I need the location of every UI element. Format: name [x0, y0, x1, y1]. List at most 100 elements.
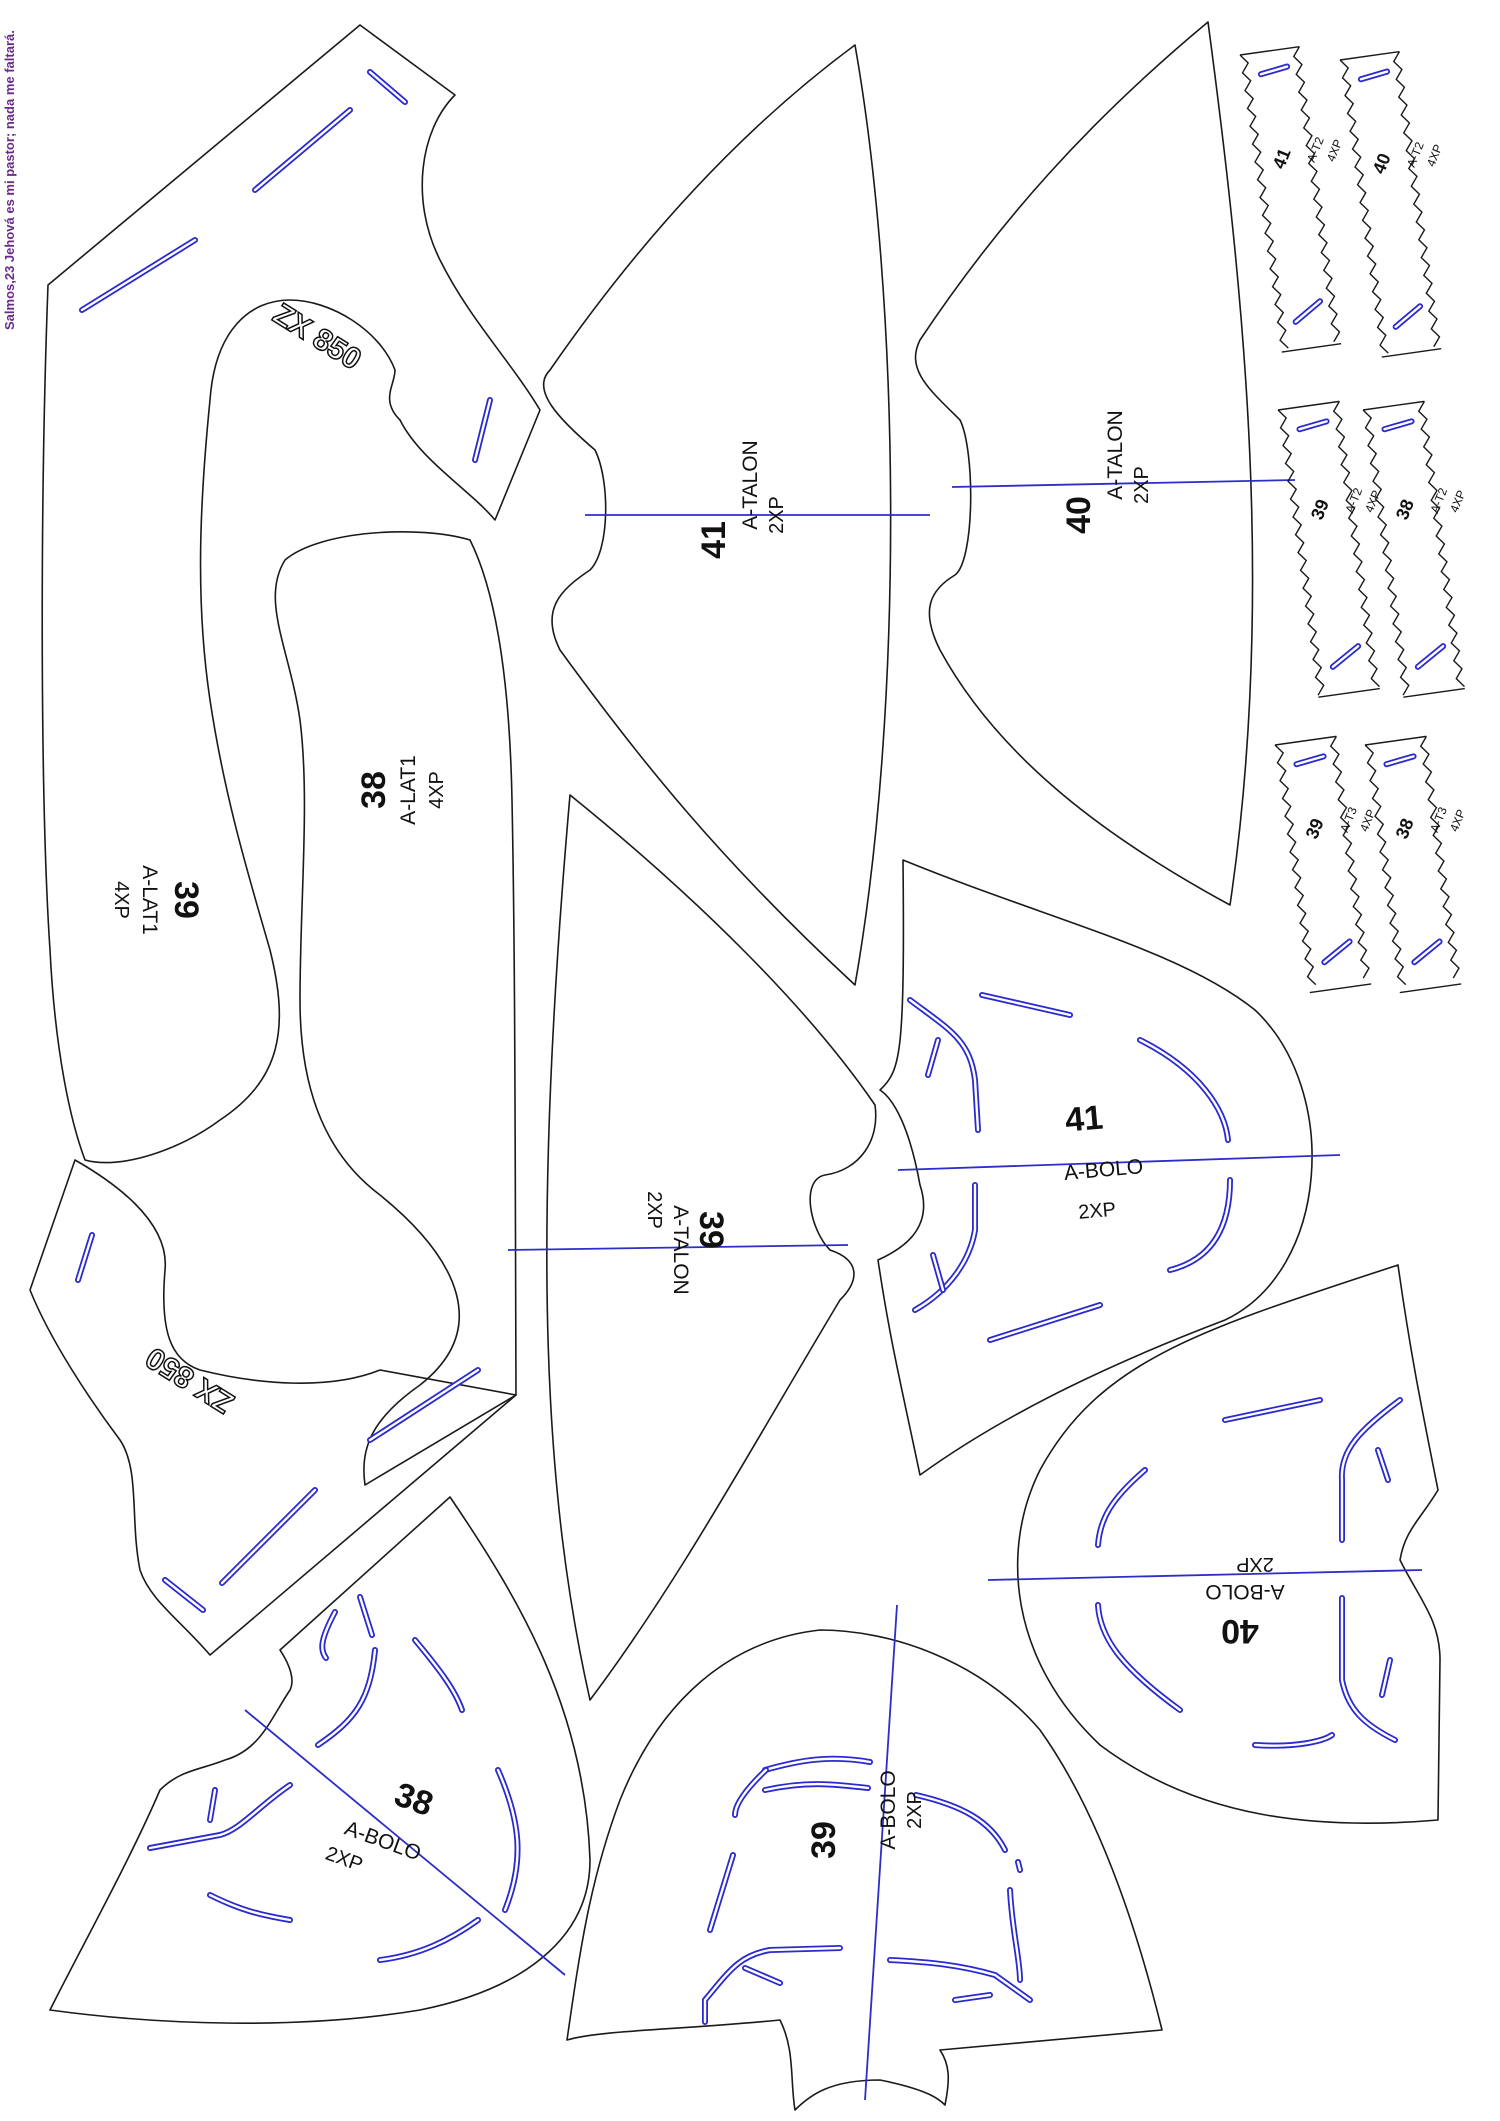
- grain-line: [987, 1569, 1423, 1581]
- strip-slot: [1383, 420, 1413, 431]
- strip-slot: [1331, 644, 1360, 669]
- piece-a-talon-39: [507, 794, 877, 1701]
- piece-number: 39: [1307, 496, 1333, 522]
- piece-number: 40: [1369, 151, 1395, 177]
- piece-name: A-T3: [1427, 805, 1450, 835]
- label-bolo-41: 41 A-BOLO 2XP: [1063, 1098, 1144, 1224]
- piece-number: 39: [167, 881, 205, 919]
- piece-a-lat1-inner: [274, 531, 517, 1486]
- zigzag-edge: [1417, 401, 1465, 688]
- piece-qty: 2XP: [1131, 466, 1153, 504]
- label-lat1-39: 39 A-LAT1 4XP: [110, 865, 205, 935]
- piece-number: 39: [1302, 816, 1328, 842]
- brand-text-bottom: ZX 850: [140, 1340, 240, 1419]
- piece-name: A-TALON: [739, 440, 762, 529]
- piece-qty: 2XP: [643, 1191, 665, 1229]
- piece-name: A-LAT1: [397, 755, 420, 825]
- label-bolo-39: 39 A-BOLO 2XP: [805, 1770, 926, 1859]
- piece-number: 41: [695, 521, 733, 559]
- slot-group: [75, 1232, 481, 1613]
- strip-slot: [1359, 70, 1389, 81]
- piece-name: A-T2: [1304, 135, 1327, 165]
- piece-qty: 2XP: [1077, 1199, 1117, 1224]
- strip-slot: [1416, 644, 1445, 669]
- slot-group: [907, 992, 1233, 1343]
- strip-edge: [1318, 687, 1380, 698]
- strip-edge: [1339, 50, 1400, 61]
- piece-qty: 2XP: [766, 496, 788, 534]
- grain-line: [507, 1244, 849, 1251]
- zigzag-edge: [1292, 46, 1341, 343]
- piece-qty: 4XP: [1324, 137, 1345, 163]
- piece-name: A-TALON: [669, 1205, 692, 1294]
- piece-name: A-BOLO: [1063, 1155, 1144, 1185]
- label-talon-40: 40 A-TALON 2XP: [1060, 410, 1153, 534]
- label-bolo-40: 40 A-BOLO 2XP: [1205, 1553, 1284, 1650]
- zigzag-edge: [1277, 409, 1325, 696]
- slot-group: [702, 1755, 1033, 2025]
- strip-edge: [1362, 400, 1425, 411]
- strip-edge: [1239, 45, 1300, 56]
- strip-edge: [1281, 343, 1342, 353]
- label-talon-39: 39 A-TALON 2XP: [643, 1191, 730, 1295]
- grain-line: [951, 479, 1296, 488]
- label-bolo-38: 38 A-BOLO 2XP: [323, 1775, 438, 1877]
- label-lat1-38: 38 A-LAT1 4XP: [355, 755, 448, 825]
- strip-slot: [1298, 420, 1328, 431]
- strip-edge: [1403, 687, 1465, 698]
- strip-slot: [1295, 755, 1325, 766]
- strip-edge: [1364, 735, 1427, 746]
- zigzag-edge: [1339, 59, 1389, 354]
- piece-a-bolo-40: [987, 1264, 1441, 1825]
- piece-qty: 2XP: [904, 1791, 926, 1829]
- piece-name: A-BOLO: [1205, 1580, 1284, 1603]
- label-talon-41: 41 A-TALON 2XP: [695, 440, 788, 559]
- piece-number: 39: [692, 1211, 730, 1249]
- piece-qty: 4XP: [1447, 807, 1468, 833]
- zigzag-edge: [1362, 409, 1410, 696]
- piece-qty: 2XP: [323, 1843, 366, 1877]
- strip-edge: [1277, 400, 1340, 411]
- piece-name: A-T3: [1337, 805, 1360, 835]
- piece-name: A-T2: [1404, 140, 1427, 170]
- strip-slot: [1259, 65, 1289, 76]
- zigzag-edge: [1392, 51, 1441, 348]
- piece-qty: 4XP: [1362, 488, 1383, 514]
- zigzag-edge: [1364, 744, 1407, 986]
- zigzag-edge: [1274, 744, 1317, 986]
- grain-line: [244, 1709, 566, 1976]
- piece-number: 38: [1392, 496, 1418, 522]
- strip-slot: [1413, 940, 1441, 964]
- strip-edge: [1274, 735, 1337, 746]
- piece-name: A-TALON: [1104, 410, 1127, 499]
- zigzag-edge: [1419, 736, 1460, 979]
- slot-group: [147, 1594, 521, 1963]
- slot-group: [1095, 1397, 1403, 1749]
- zigzag-edge: [1329, 736, 1370, 979]
- piece-qty: 4XP: [426, 771, 448, 809]
- piece-a-talon-41: [542, 44, 930, 986]
- grain-line: [897, 1154, 1341, 1171]
- piece-number: 39: [805, 1821, 843, 1859]
- side-note: Salmos,23 Jehová es mi pastor; nada me f…: [2, 30, 17, 330]
- strip-edge: [1309, 983, 1372, 994]
- piece-qty: 4XP: [110, 881, 132, 919]
- piece-a-lat1-lower: [29, 1159, 517, 1656]
- piece-number: 40: [1060, 496, 1098, 534]
- piece-number: 41: [1064, 1098, 1105, 1139]
- piece-a-lat1-outer: [41, 24, 541, 1164]
- slot-group: [79, 69, 493, 463]
- piece-qty: 4XP: [1357, 807, 1378, 833]
- strip-edge: [1399, 983, 1462, 994]
